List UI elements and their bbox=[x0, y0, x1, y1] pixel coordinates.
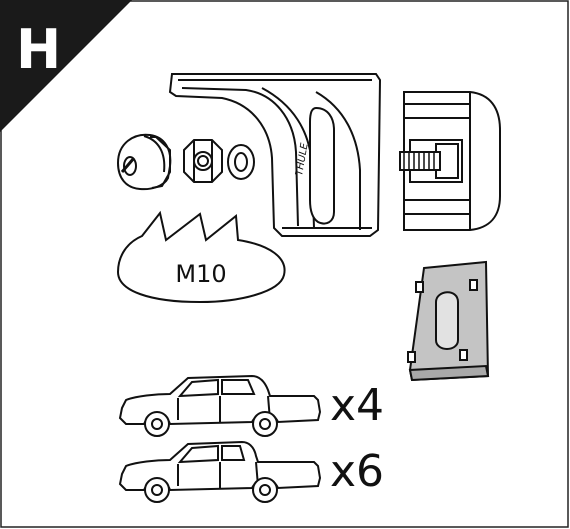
thread-size-label: M10 bbox=[175, 260, 226, 288]
washer-icon bbox=[227, 144, 255, 180]
callout-bubble bbox=[116, 210, 286, 304]
foot-pad-bolt-icon bbox=[399, 91, 501, 231]
double-cab-truck-icon bbox=[118, 374, 322, 437]
step-badge-triangle bbox=[0, 0, 132, 132]
m10-callout: M10 bbox=[116, 210, 286, 304]
mounting-bracket-icon: THULE bbox=[168, 73, 382, 237]
double-cab-quantity: x4 bbox=[330, 380, 384, 431]
extra-cab-quantity: x6 bbox=[330, 446, 384, 497]
step-badge: H bbox=[0, 0, 132, 132]
extra-cab-truck-icon bbox=[118, 440, 322, 503]
rubber-pad-icon bbox=[407, 260, 490, 382]
cap-nut-icon bbox=[116, 133, 172, 191]
step-letter: H bbox=[16, 18, 61, 81]
hex-nut-icon bbox=[183, 139, 223, 183]
